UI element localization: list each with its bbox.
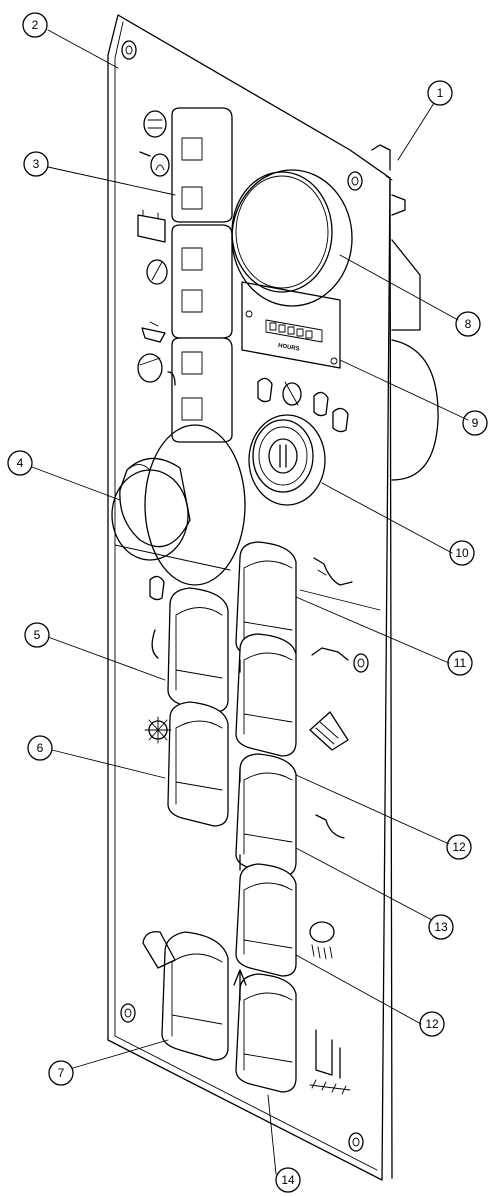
mounting-hole-top-right: [347, 171, 363, 191]
callout-2: 2: [22, 12, 48, 38]
ignition-symbols: [257, 377, 349, 433]
engine-symbol-icon: [143, 110, 167, 138]
hour-meter-digits: [269, 322, 313, 339]
battery-icon: [137, 209, 166, 243]
rocker-switch-right-4: [235, 863, 297, 977]
rocker-switch-left-1: [167, 587, 229, 713]
callout-number: 13: [434, 920, 448, 934]
callout-1: 1: [427, 80, 453, 106]
mounting-hole-mid-right: [353, 653, 369, 673]
gauge: [231, 169, 353, 307]
callout-number: 8: [465, 317, 472, 331]
callout-number: 6: [37, 741, 44, 755]
warning-lamp-icon: [146, 259, 168, 285]
callout-3: 3: [23, 151, 49, 177]
callout-number: 7: [58, 1066, 65, 1080]
panel-plate: [107, 14, 439, 1181]
key-switch: [248, 414, 326, 506]
mounting-hole-bottom-left: [120, 1003, 136, 1023]
callout-4: 4: [7, 450, 33, 476]
hour-meter-label: HOURS: [277, 343, 299, 353]
rocker-switch-right-3: [235, 753, 297, 877]
callout-6: 6: [27, 735, 53, 761]
callout-11: 11: [447, 650, 473, 676]
hour-meter: HOURS: [241, 281, 341, 369]
callout-12-upper: 12: [446, 834, 472, 860]
wiper-front-icon: [313, 557, 353, 586]
key-position-0-icon: [257, 377, 273, 403]
callout-number: 1: [437, 86, 444, 100]
switch-symbols: [142, 557, 353, 1095]
callout-number: 3: [33, 157, 40, 171]
callout-number: 5: [34, 628, 41, 642]
rocker-switch-left-2: [167, 701, 229, 827]
brake-icon: [137, 353, 176, 386]
callout-9: 9: [462, 410, 488, 436]
bucket-icon: [142, 931, 176, 969]
fog-lamp-icon: [309, 921, 335, 960]
leader-lines: [31, 29, 469, 1175]
chassis-lift-icon: [309, 1029, 351, 1095]
rear-wiper-icon: [315, 814, 345, 839]
callout-number: 11: [454, 656, 467, 670]
key-position-3-icon: [332, 407, 349, 433]
wiper-arm-icon: [311, 647, 349, 661]
callout-10: 10: [449, 540, 475, 566]
callout-number: 12: [452, 840, 466, 854]
callout-13: 13: [428, 914, 454, 940]
callout-8: 8: [455, 311, 481, 337]
callout-5: 5: [24, 622, 50, 648]
rocker-switch-left-3: [161, 931, 229, 1061]
callout-number: 9: [472, 416, 479, 430]
work-lamp-icon: [309, 711, 349, 751]
gear-icon: [144, 716, 172, 744]
lamp-symbol-icon: [149, 575, 165, 601]
key-position-1-icon: [282, 381, 302, 406]
emergency-stop-button: [111, 424, 246, 586]
lamp-symbols: [137, 110, 176, 386]
rocker-switch-right-2: [235, 633, 297, 757]
callout-number: 14: [281, 1173, 295, 1187]
mounting-hole-top-left: [121, 40, 137, 60]
coolant-icon: [141, 321, 166, 343]
callout-number: 12: [425, 1017, 439, 1031]
oil-pressure-icon: [139, 151, 170, 177]
callout-number: 2: [32, 18, 39, 32]
callout-number: 10: [455, 546, 469, 560]
arrow-up-icon: [233, 969, 247, 1001]
rocker-switch-right-5: [235, 973, 297, 1093]
callout-12-lower: 12: [419, 1011, 445, 1037]
light-dim-icon: [151, 629, 159, 659]
key-position-2-icon: [313, 391, 329, 417]
mounting-holes: [120, 40, 369, 1152]
callout-14: 14: [275, 1167, 301, 1193]
callout-number: 4: [17, 456, 24, 470]
callout-7: 7: [48, 1060, 74, 1086]
mounting-hole-bottom-right: [348, 1132, 364, 1152]
indicator-lamp-stack: [171, 107, 233, 443]
